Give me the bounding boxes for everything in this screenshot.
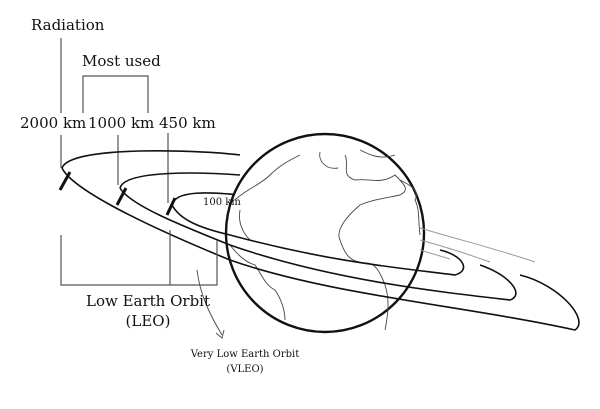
orbit-front	[61, 167, 580, 331]
most-used-bracket	[82, 75, 149, 113]
leo-label: Low Earth Orbit	[85, 292, 211, 310]
satellite-icon	[58, 171, 177, 216]
leo-abbrev: (LEO)	[125, 312, 171, 330]
radiation-label: Radiation	[31, 16, 105, 34]
vleo-label: Very Low Earth Orbit	[190, 349, 300, 360]
altitude-100-label: 100 km	[203, 197, 241, 208]
orbit-fade	[419, 227, 536, 263]
altitude-450-label: 450 km	[159, 114, 216, 132]
most-used-label: Most used	[82, 52, 161, 70]
leo-bracket	[60, 235, 218, 286]
altitude-1000-label: 1000 km	[88, 114, 155, 132]
vleo-abbrev: (VLEO)	[226, 364, 264, 375]
globe-icon	[224, 132, 426, 334]
altitude-2000-label: 2000 km	[20, 114, 87, 132]
curved-arrow-icon	[196, 269, 223, 336]
